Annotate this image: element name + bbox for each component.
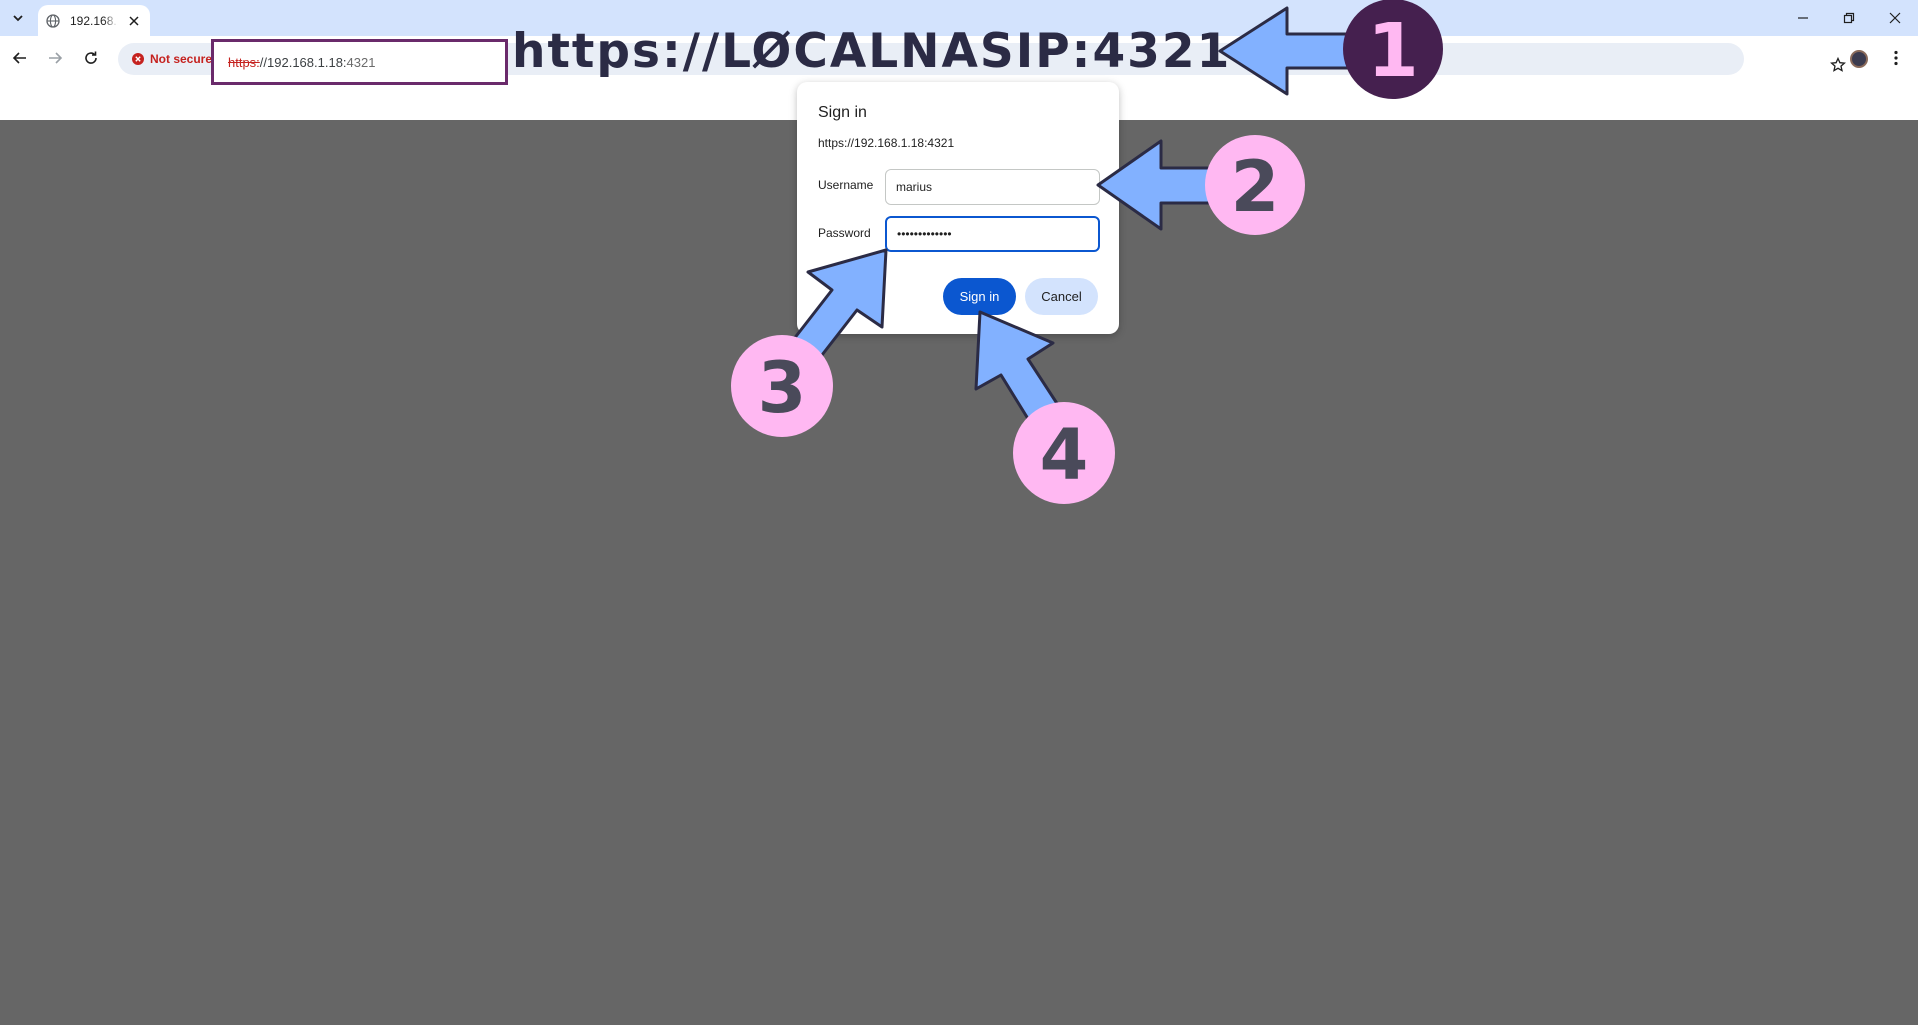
- password-label: Password: [818, 226, 871, 240]
- close-icon[interactable]: [126, 13, 142, 29]
- cancel-button[interactable]: Cancel: [1025, 278, 1098, 315]
- globe-icon: [46, 13, 60, 28]
- minimize-icon: [1798, 17, 1808, 19]
- url-scheme: https:: [228, 55, 260, 70]
- dialog-title: Sign in: [818, 104, 867, 121]
- back-button[interactable]: [6, 44, 34, 72]
- annotation-badge-2: [1205, 135, 1305, 235]
- url-highlight-box[interactable]: https://192.168.1.18:4321: [211, 39, 508, 85]
- chevron-down-icon: [13, 15, 23, 22]
- tab-strip: 192.168.1.18:4321: [0, 0, 1918, 36]
- annotation-url-text: https://LØCALNASIP:4321: [512, 24, 1232, 79]
- browser-tab[interactable]: 192.168.1.18:4321: [38, 5, 171, 36]
- url-text: https://192.168.1.18:4321: [228, 55, 375, 70]
- restore-icon: [1843, 12, 1855, 24]
- more-vert-icon: [1894, 50, 1898, 66]
- forward-button[interactable]: [41, 44, 69, 72]
- back-arrow-icon: [12, 52, 26, 64]
- tab-search-button[interactable]: [6, 6, 30, 30]
- url-port: 4321: [346, 55, 376, 70]
- close-icon: [1889, 12, 1901, 24]
- security-label: Not secure: [150, 52, 213, 66]
- reload-icon: [85, 51, 97, 64]
- dialog-origin: https://192.168.1.18:4321: [818, 136, 955, 150]
- forward-arrow-icon: [49, 52, 63, 64]
- not-secure-icon: [132, 53, 144, 65]
- annotation-badge-4-label: 4: [1040, 414, 1089, 496]
- star-icon: [1830, 56, 1846, 72]
- reload-button[interactable]: [77, 44, 105, 72]
- browser-menu-button[interactable]: [1882, 44, 1910, 72]
- annotation-badge-4: [1013, 402, 1115, 504]
- tab-title: 192.168.1.18:4321: [70, 13, 171, 28]
- restore-button[interactable]: [1826, 0, 1872, 36]
- window-close-button[interactable]: [1872, 0, 1918, 36]
- sign-in-dialog: Sign in https://192.168.1.18:4321 Userna…: [797, 82, 1119, 334]
- password-field[interactable]: •••••••••••••: [885, 216, 1100, 252]
- username-label: Username: [818, 178, 874, 192]
- username-field[interactable]: marius: [885, 169, 1100, 205]
- url-host: //192.168.1.18:: [259, 55, 347, 70]
- annotation-badge-2-label: 2: [1231, 146, 1280, 228]
- bookmark-button[interactable]: [1824, 51, 1852, 79]
- minimize-button[interactable]: [1780, 0, 1826, 36]
- annotation-badge-3-label: 3: [758, 347, 807, 429]
- security-chip[interactable]: Not secure: [126, 47, 218, 71]
- sign-in-button[interactable]: Sign in: [943, 278, 1016, 315]
- profile-avatar[interactable]: [1850, 50, 1868, 68]
- annotation-badge-3: [731, 335, 833, 437]
